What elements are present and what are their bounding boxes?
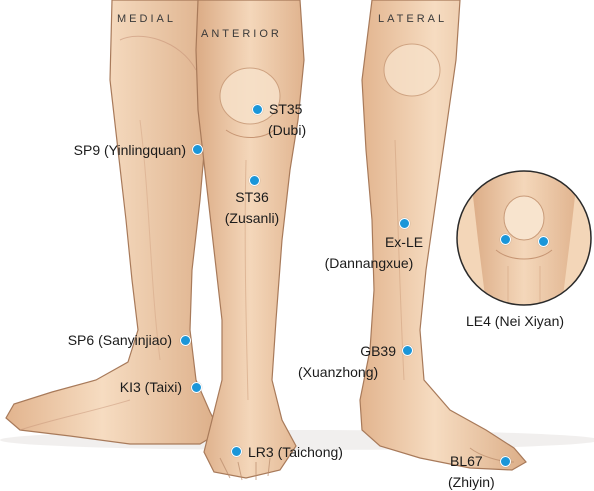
le4-point-lateral (538, 236, 549, 247)
st36-code: ST36 (212, 189, 292, 206)
st35-name: (Dubi) (268, 122, 306, 139)
exle-name: (Dannangxue) (296, 255, 442, 272)
gb39-code: GB39 (310, 343, 396, 360)
anterior-header: ANTERIOR (201, 28, 282, 40)
st35-point (252, 104, 263, 115)
exle-point (399, 218, 410, 229)
sp6-label: SP6 (Sanyinjiao) (50, 332, 172, 349)
lateral-header: LATERAL (378, 13, 447, 25)
gb39-name: (Xuanzhong) (298, 364, 378, 381)
le4-label: LE4 (Nei Xiyan) (466, 313, 564, 330)
sp6-point (180, 335, 191, 346)
anterior-leg (196, 0, 304, 480)
le4-point-medial (500, 234, 511, 245)
ki3-label: KI3 (Taixi) (82, 379, 182, 396)
bl67-name: (Zhiyin) (448, 474, 495, 491)
sp9-point (192, 144, 203, 155)
gb39-point (402, 345, 413, 356)
lr3-point (231, 446, 242, 457)
ki3-point (191, 382, 202, 393)
st36-name: (Zusanli) (212, 210, 292, 227)
medial-header: MEDIAL (117, 13, 176, 25)
lr3-label: LR3 (Taichong) (248, 444, 343, 461)
st36-point (249, 175, 260, 186)
exle-code: Ex-LE (366, 234, 442, 251)
medial-leg (6, 0, 220, 444)
knee-inset (457, 170, 591, 320)
st35-code: ST35 (269, 101, 302, 118)
bl67-point (500, 456, 511, 467)
bl67-code: BL67 (450, 453, 483, 470)
sp9-label: SP9 (Yinlingquan) (42, 142, 186, 159)
